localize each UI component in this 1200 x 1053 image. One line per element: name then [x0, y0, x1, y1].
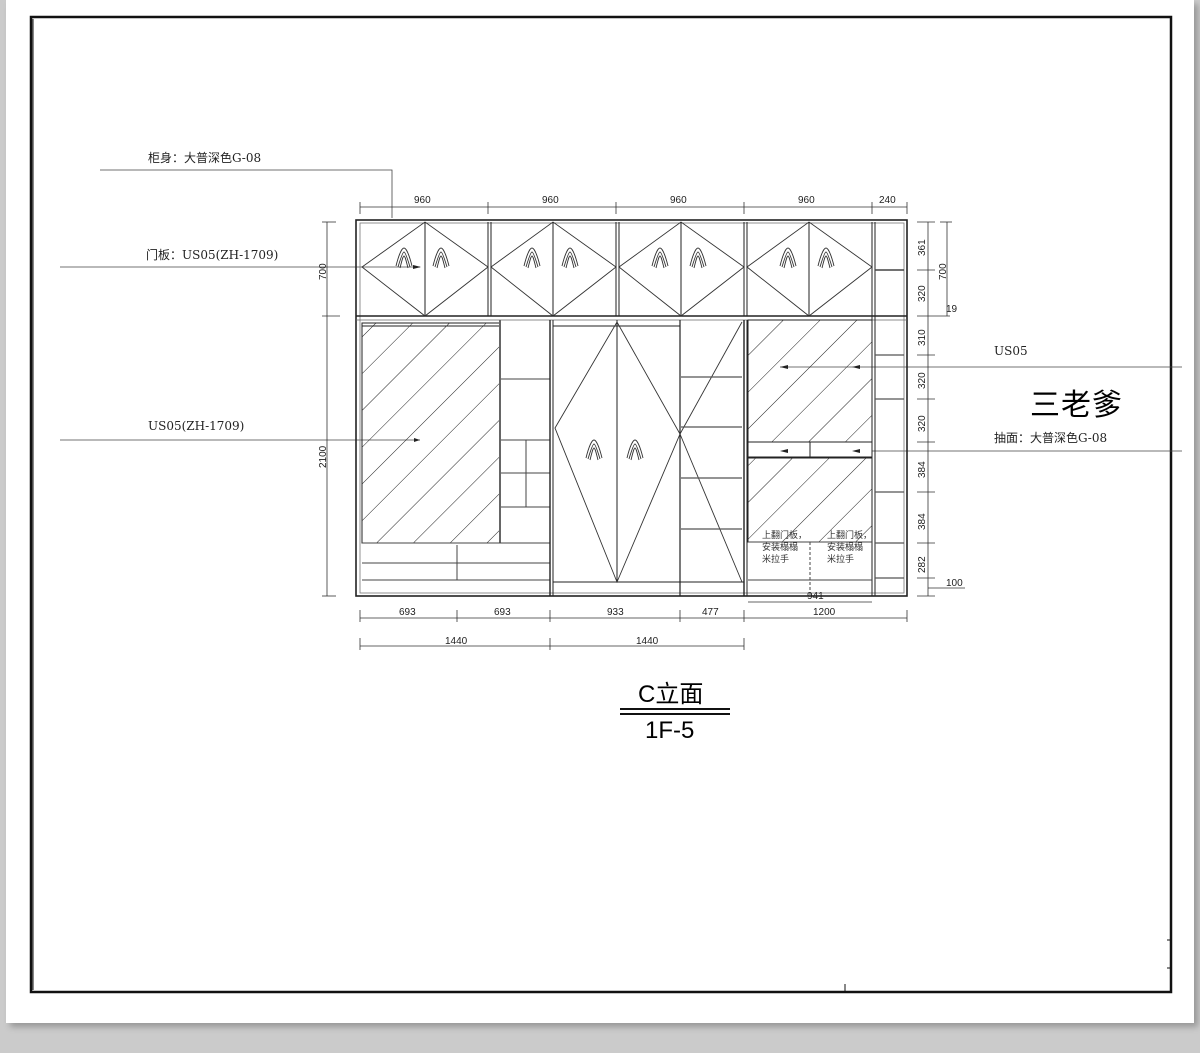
- dim-right-5: 320: [917, 415, 928, 432]
- sheet-border: [29, 15, 1173, 994]
- note-line: 安装榻榻: [762, 543, 799, 553]
- flip-door-note-right: 上翻门板， 安装榻榻 米拉手: [827, 530, 872, 566]
- dim-bottom-1440a: 1440: [445, 636, 468, 647]
- dim-top-3: 960: [670, 195, 687, 206]
- dim-right-outer-19: 19: [946, 304, 958, 315]
- elevation-title: C立面: [638, 681, 704, 708]
- dim-bottom-933: 933: [607, 607, 624, 618]
- drawing-sheet: [6, 0, 1194, 1023]
- dim-bottom-477: 477: [702, 607, 719, 618]
- drawer-face-label: 抽面：大普深色G-08: [994, 431, 1108, 445]
- note-line: 米拉手: [762, 555, 790, 565]
- dim-top-2: 960: [542, 195, 559, 206]
- dim-right-outer-700: 700: [938, 263, 949, 280]
- dim-right-2: 320: [917, 285, 928, 302]
- right-panel-material-label: US05: [994, 344, 1028, 358]
- brand-watermark: 三老爹: [1030, 388, 1123, 423]
- dim-bottom-1440b: 1440: [636, 636, 659, 647]
- dim-bottom-1200: 1200: [813, 607, 836, 618]
- note-line: 上翻门板，: [762, 531, 808, 541]
- dim-bottom-693b: 693: [494, 607, 511, 618]
- dim-top-1: 960: [414, 195, 431, 206]
- note-line: 米拉手: [827, 555, 855, 565]
- elevation-subtitle: 1F-5: [645, 717, 695, 744]
- door-panel-label: 门板：US05(ZH-1709): [146, 248, 279, 262]
- dim-left-upper: 700: [318, 263, 329, 280]
- note-line: 上翻门板，: [827, 531, 873, 541]
- dim-top-5: 240: [879, 195, 896, 206]
- dim-left-lower: 2100: [318, 445, 329, 468]
- dim-right-outer-100: 100: [946, 578, 963, 589]
- dim-top-4: 960: [798, 195, 815, 206]
- dim-right-7: 384: [917, 513, 928, 530]
- flip-door-note-left: 上翻门板， 安装榻榻 米拉手: [762, 530, 807, 566]
- dim-bottom-693a: 693: [399, 607, 416, 618]
- dim-right-4: 320: [917, 372, 928, 389]
- dim-bottom-941: 941: [807, 591, 824, 602]
- dim-right-6: 384: [917, 461, 928, 478]
- left-panel-material-label: US05(ZH-1709): [148, 419, 245, 433]
- dim-right-8: 282: [917, 556, 928, 573]
- dim-right-3: 310: [917, 329, 928, 346]
- dim-right-1: 361: [917, 239, 928, 256]
- note-line: 安装榻榻: [827, 543, 864, 553]
- cabinet-body-label: 柜身：大普深色G-08: [148, 151, 262, 165]
